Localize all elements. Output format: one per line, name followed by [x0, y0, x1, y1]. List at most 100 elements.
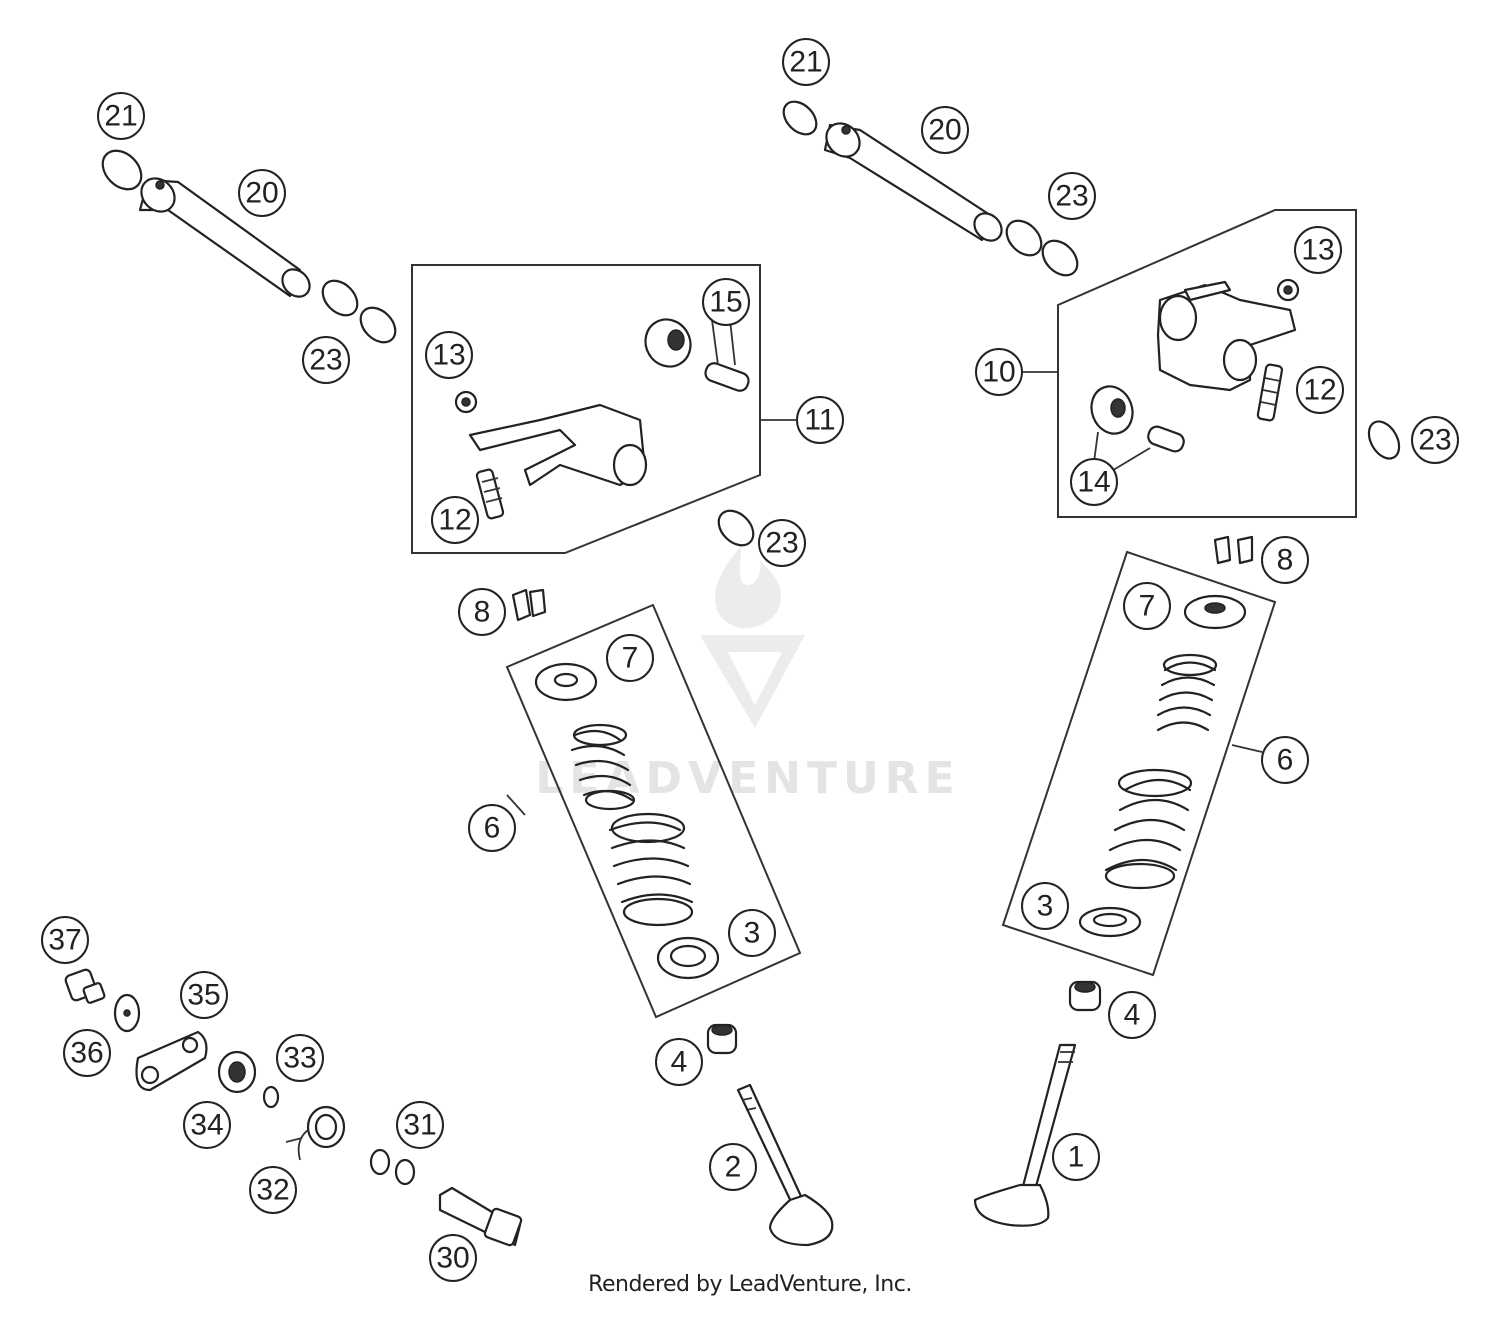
svg-text:23: 23: [1418, 424, 1451, 457]
svg-text:35: 35: [187, 979, 220, 1012]
svg-text:32: 32: [256, 1174, 289, 1207]
valve-keepers-left: [511, 588, 547, 622]
rocker-shaft-left: [101, 149, 397, 344]
valve-spring-left: [534, 662, 720, 980]
callout-34[interactable]: 34: [183, 1101, 231, 1149]
decomp-shims-31: [369, 1148, 416, 1186]
decomp-screw-37: [64, 968, 106, 1004]
svg-text:20: 20: [928, 114, 961, 147]
callout-31[interactable]: 31: [396, 1101, 444, 1149]
callout-3[interactable]: 3: [1021, 882, 1069, 930]
decomp-spring-32: [285, 1105, 346, 1161]
footer-credit: Rendered by LeadVenture, Inc.: [588, 1272, 912, 1297]
valve-stem-seal-right: [1068, 980, 1102, 1012]
callout-23[interactable]: 23: [1411, 416, 1459, 464]
svg-text:21: 21: [104, 100, 137, 133]
watermark-flame-icon: [715, 545, 781, 629]
svg-text:36: 36: [70, 1037, 103, 1070]
svg-text:23: 23: [765, 527, 798, 560]
svg-text:21: 21: [789, 46, 822, 79]
callout-12[interactable]: 12: [431, 496, 479, 544]
decomp-washer-36: [113, 993, 141, 1033]
callout-13[interactable]: 13: [1294, 226, 1342, 274]
watermark-v-icon: [700, 635, 805, 728]
callout-4[interactable]: 4: [1108, 991, 1156, 1039]
valve-exhaust: [736, 1083, 834, 1247]
svg-text:7: 7: [622, 642, 639, 675]
callout-30[interactable]: 30: [429, 1234, 477, 1282]
svg-text:11: 11: [804, 404, 835, 437]
decomp-shaft-30: [438, 1186, 523, 1247]
callout-11[interactable]: 11: [796, 396, 844, 444]
callout-21[interactable]: 21: [782, 38, 830, 86]
callout-7[interactable]: 7: [606, 634, 654, 682]
svg-text:3: 3: [744, 917, 761, 950]
valve-stem-seal-left: [706, 1023, 738, 1055]
svg-text:8: 8: [474, 596, 491, 629]
callout-35[interactable]: 35: [180, 971, 228, 1019]
svg-text:7: 7: [1139, 590, 1156, 623]
svg-text:15: 15: [709, 286, 742, 319]
rocker-arm-left: [454, 318, 750, 520]
callout-10[interactable]: 10: [975, 348, 1023, 396]
callout-8[interactable]: 8: [1261, 536, 1309, 584]
svg-text:10: 10: [982, 356, 1015, 389]
decomp-oring-33: [262, 1085, 280, 1109]
callout-33[interactable]: 33: [276, 1034, 324, 1082]
valve-spring-frame-left: [505, 603, 802, 1019]
callout-7[interactable]: 7: [1123, 582, 1171, 630]
callout-23[interactable]: 23: [302, 336, 350, 384]
callout-20[interactable]: 20: [921, 106, 969, 154]
svg-text:23: 23: [309, 344, 342, 377]
callout-14[interactable]: 14: [1070, 458, 1118, 506]
svg-text:4: 4: [1124, 999, 1141, 1032]
svg-text:13: 13: [432, 339, 465, 372]
callout-6[interactable]: 6: [468, 804, 516, 852]
valve-keepers-right: [1213, 535, 1254, 565]
svg-text:2: 2: [725, 1151, 742, 1184]
callout-3[interactable]: 3: [728, 909, 776, 957]
svg-text:12: 12: [438, 504, 471, 537]
callout-36[interactable]: 36: [63, 1029, 111, 1077]
valve-spring-right: [1078, 594, 1247, 938]
svg-text:6: 6: [484, 812, 501, 845]
svg-text:8: 8: [1277, 544, 1294, 577]
callout-15[interactable]: 15: [702, 278, 750, 326]
callout-37[interactable]: 37: [41, 916, 89, 964]
svg-text:37: 37: [48, 924, 81, 957]
callout-23[interactable]: 23: [758, 519, 806, 567]
callout-8[interactable]: 8: [458, 588, 506, 636]
shim-23-right: [1367, 420, 1401, 460]
decomp-lever-35: [135, 1030, 208, 1092]
svg-text:30: 30: [436, 1242, 469, 1275]
decomp-bushing-34: [217, 1050, 257, 1094]
svg-text:1: 1: [1068, 1141, 1085, 1174]
callout-32[interactable]: 32: [249, 1166, 297, 1214]
shim-23-left: [717, 509, 755, 547]
svg-text:33: 33: [283, 1042, 316, 1075]
callout-1[interactable]: 1: [1052, 1133, 1100, 1181]
callout-20[interactable]: 20: [238, 169, 286, 217]
valve-spring-frame-right: [1001, 550, 1277, 977]
callout-6[interactable]: 6: [1261, 736, 1309, 784]
svg-text:31: 31: [403, 1109, 436, 1142]
callout-21[interactable]: 21: [97, 92, 145, 140]
callout-23[interactable]: 23: [1048, 172, 1096, 220]
rocker-arm-assembly-frame-right: [1057, 209, 1357, 518]
rocker-arm-right: [1090, 278, 1300, 473]
svg-text:14: 14: [1077, 466, 1110, 499]
rocker-shaft-right: [782, 100, 1079, 277]
svg-text:6: 6: [1277, 744, 1294, 777]
callout-4[interactable]: 4: [655, 1038, 703, 1086]
callout-12[interactable]: 12: [1296, 366, 1344, 414]
callout-2[interactable]: 2: [709, 1143, 757, 1191]
svg-text:13: 13: [1301, 234, 1334, 267]
watermark: LEADVENTURE: [535, 545, 955, 804]
svg-text:3: 3: [1037, 890, 1054, 923]
svg-text:23: 23: [1055, 180, 1088, 213]
svg-text:34: 34: [190, 1109, 223, 1142]
svg-text:4: 4: [671, 1046, 688, 1079]
callout-13[interactable]: 13: [425, 331, 473, 379]
valve-intake: [973, 1043, 1077, 1227]
